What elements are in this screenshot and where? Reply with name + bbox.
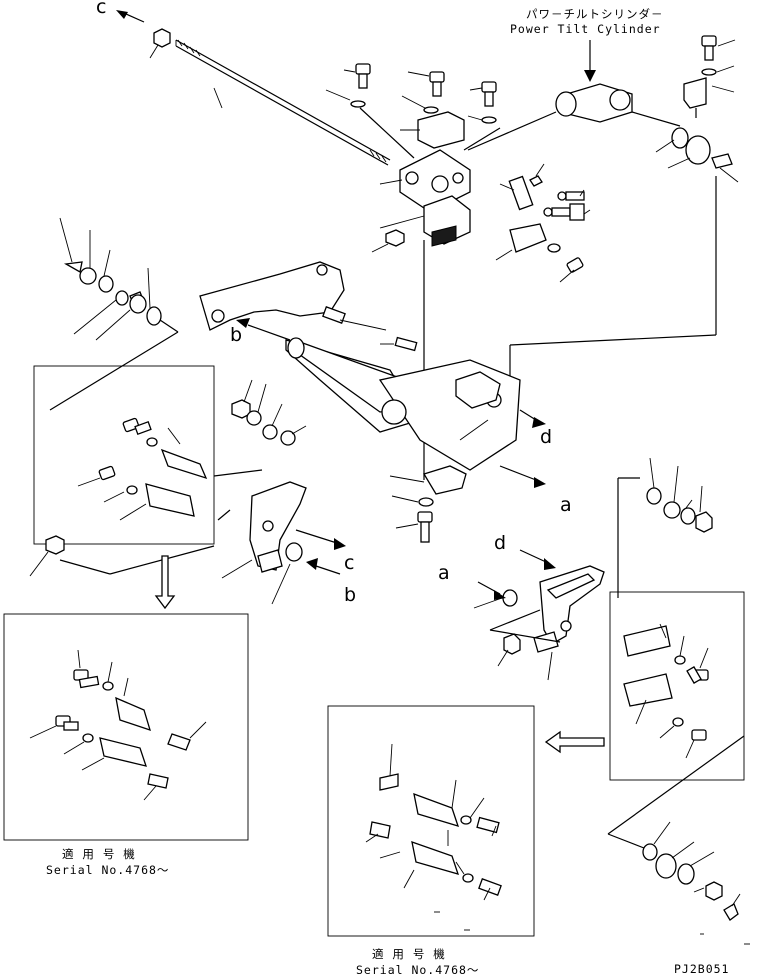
center-lower-parts (389, 465, 467, 543)
main-lever (199, 261, 546, 488)
serial-left-jp: 適 用 号 機 (62, 847, 136, 861)
serial-right-jp: 適 用 号 機 (372, 947, 446, 961)
arrow-c-top-line (125, 13, 145, 23)
left-lever-bracket (29, 481, 346, 605)
cylinder-pin-parts (509, 35, 739, 380)
callout-d-right: d (540, 426, 553, 448)
clevis-bracket (371, 149, 471, 480)
callout-c-top: c (96, 0, 107, 18)
left-bottom-box (3, 613, 249, 841)
serial-right: Serial No.4768～ (356, 963, 480, 977)
callout-a-mid: a (560, 494, 572, 516)
callout-b-left: b (230, 324, 243, 346)
middle-pins (495, 163, 591, 283)
callout-d-lower: d (494, 532, 507, 554)
bracket-bolts (325, 63, 501, 159)
left-middle-washers (231, 379, 307, 446)
left-detail-box (33, 331, 263, 545)
cylinder-label-jp: パワ－チルトシリンダ－ (526, 7, 664, 21)
tie-rod (116, 10, 391, 166)
serial-left: Serial No.4768～ (46, 863, 170, 877)
right-washer-stack-top (617, 457, 713, 598)
right-bottom-box (327, 705, 535, 937)
detail-arrows (154, 555, 605, 754)
rod-nut (153, 28, 171, 48)
drawing-code: PJ2B051 (674, 962, 730, 976)
right-lever-bracket (473, 549, 605, 681)
callout-c-lower: c (344, 552, 355, 574)
arrow-c-top-head (116, 10, 128, 19)
right-washer-stack-bottom (607, 821, 750, 945)
bracket-plate (417, 111, 465, 149)
cylinder-label-en: Power Tilt Cylinder (510, 22, 661, 36)
power-tilt-cylinder (467, 40, 681, 151)
callout-a-lower: a (438, 562, 450, 584)
callout-b-lower: b (344, 584, 357, 606)
left-washer-stack (59, 217, 179, 341)
right-detail-box (607, 591, 745, 835)
